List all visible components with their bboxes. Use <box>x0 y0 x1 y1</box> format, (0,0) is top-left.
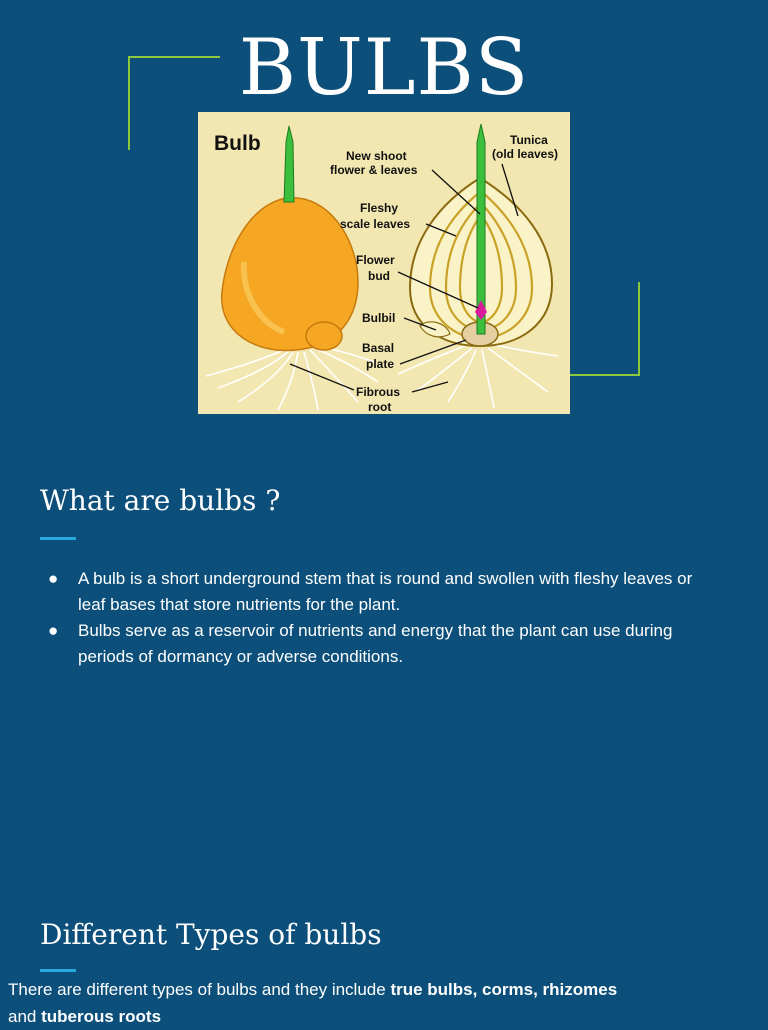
left-shoot <box>283 125 295 203</box>
types-bold-1: true bulbs, corms, rhizomes <box>390 980 618 999</box>
bullet-icon: ● <box>48 621 59 640</box>
diagram-heading: Bulb <box>214 132 261 155</box>
types-and: and <box>8 1007 42 1026</box>
label-basal: Basal <box>362 341 394 355</box>
pointer-lines <box>289 163 519 393</box>
frame-corner-bottom-right <box>638 282 640 376</box>
label-flower: Flower <box>356 253 395 267</box>
label-tunica: Tunica <box>510 133 548 147</box>
label-tunica-2: (old leaves) <box>492 147 558 161</box>
types-intro: There are different types of bulbs and t… <box>8 980 391 999</box>
label-plate: plate <box>366 357 394 371</box>
frame-corner-top-left <box>128 56 220 58</box>
section-heading-what-are-bulbs: What are bulbs ? <box>40 484 281 517</box>
right-shoot <box>476 123 486 335</box>
frame-corner-bottom-right-horizontal <box>570 374 640 376</box>
label-fleshy: Fleshy <box>360 201 398 215</box>
bullet-icon: ● <box>48 569 59 588</box>
heading-underline <box>40 969 76 972</box>
scale-layers <box>428 191 534 340</box>
bullet-list: ● A bulb is a short underground stem tha… <box>48 566 708 670</box>
label-new-shoot: New shoot <box>346 149 407 163</box>
label-root: root <box>368 400 391 414</box>
frame-corner-top-left-vertical <box>128 56 130 150</box>
bulb-diagram: Bulb New shoot flower & leaves Tunica (o… <box>198 112 570 414</box>
list-item: ● Bulbs serve as a reservoir of nutrient… <box>48 618 708 670</box>
list-item: ● A bulb is a short underground stem tha… <box>48 566 708 618</box>
page-title: BULBS <box>238 23 530 113</box>
label-scale-leaves: scale leaves <box>340 217 410 231</box>
list-item-text: Bulbs serve as a reservoir of nutrients … <box>78 621 673 666</box>
types-bold-2: tuberous roots <box>41 1007 162 1026</box>
heading-underline <box>40 537 76 540</box>
list-item-text: A bulb is a short underground stem that … <box>78 569 693 614</box>
types-paragraph: There are different types of bulbs and t… <box>8 976 748 1030</box>
label-new-shoot-2: flower & leaves <box>330 163 418 177</box>
label-bulbil: Bulbil <box>362 311 395 325</box>
label-fibrous: Fibrous <box>356 385 400 399</box>
bulbil-shape <box>305 321 343 351</box>
section-heading-types: Different Types of bulbs <box>40 918 382 951</box>
label-bud: bud <box>368 269 390 283</box>
flower-bud-shape <box>475 300 487 320</box>
